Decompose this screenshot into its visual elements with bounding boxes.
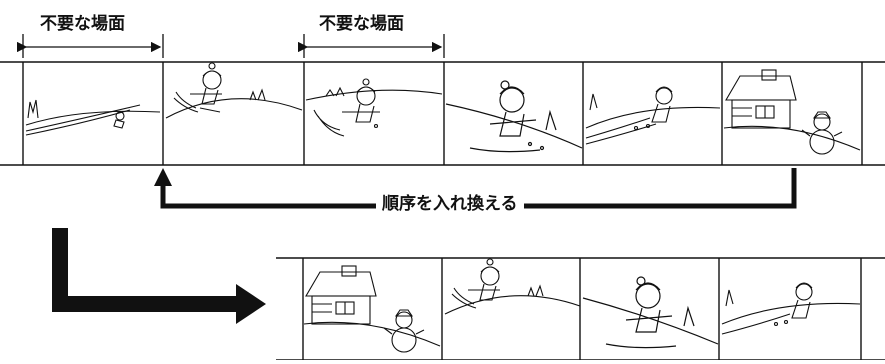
unwanted-span-2 xyxy=(297,34,445,58)
bottom-frame-4-skier-illustration xyxy=(721,282,861,335)
unwanted-scene-label-2: 不要な場面 xyxy=(319,14,404,34)
unwanted-span-1 xyxy=(16,34,164,58)
top-frame-4-skier-illustration xyxy=(445,80,583,153)
bottom-film-strip xyxy=(276,257,885,361)
top-frame-6-cabin-illustration xyxy=(723,69,861,155)
top-frame-2-skier-illustration xyxy=(165,62,303,119)
bottom-frame-1-cabin-illustration xyxy=(303,265,441,353)
unwanted-scene-label-1: 不要な場面 xyxy=(40,14,125,34)
bottom-frame-2-skier-illustration xyxy=(444,258,581,315)
top-frame-1-hill-illustration xyxy=(25,99,161,136)
top-frame-3-skier-illustration xyxy=(305,78,443,137)
top-frame-5-skier-illustration xyxy=(585,86,721,145)
top-film-strip xyxy=(0,61,885,166)
bottom-frame-3-skier-illustration xyxy=(582,276,719,349)
result-arrow xyxy=(52,228,266,324)
reorder-label: 順序を入れ換える xyxy=(376,189,524,214)
